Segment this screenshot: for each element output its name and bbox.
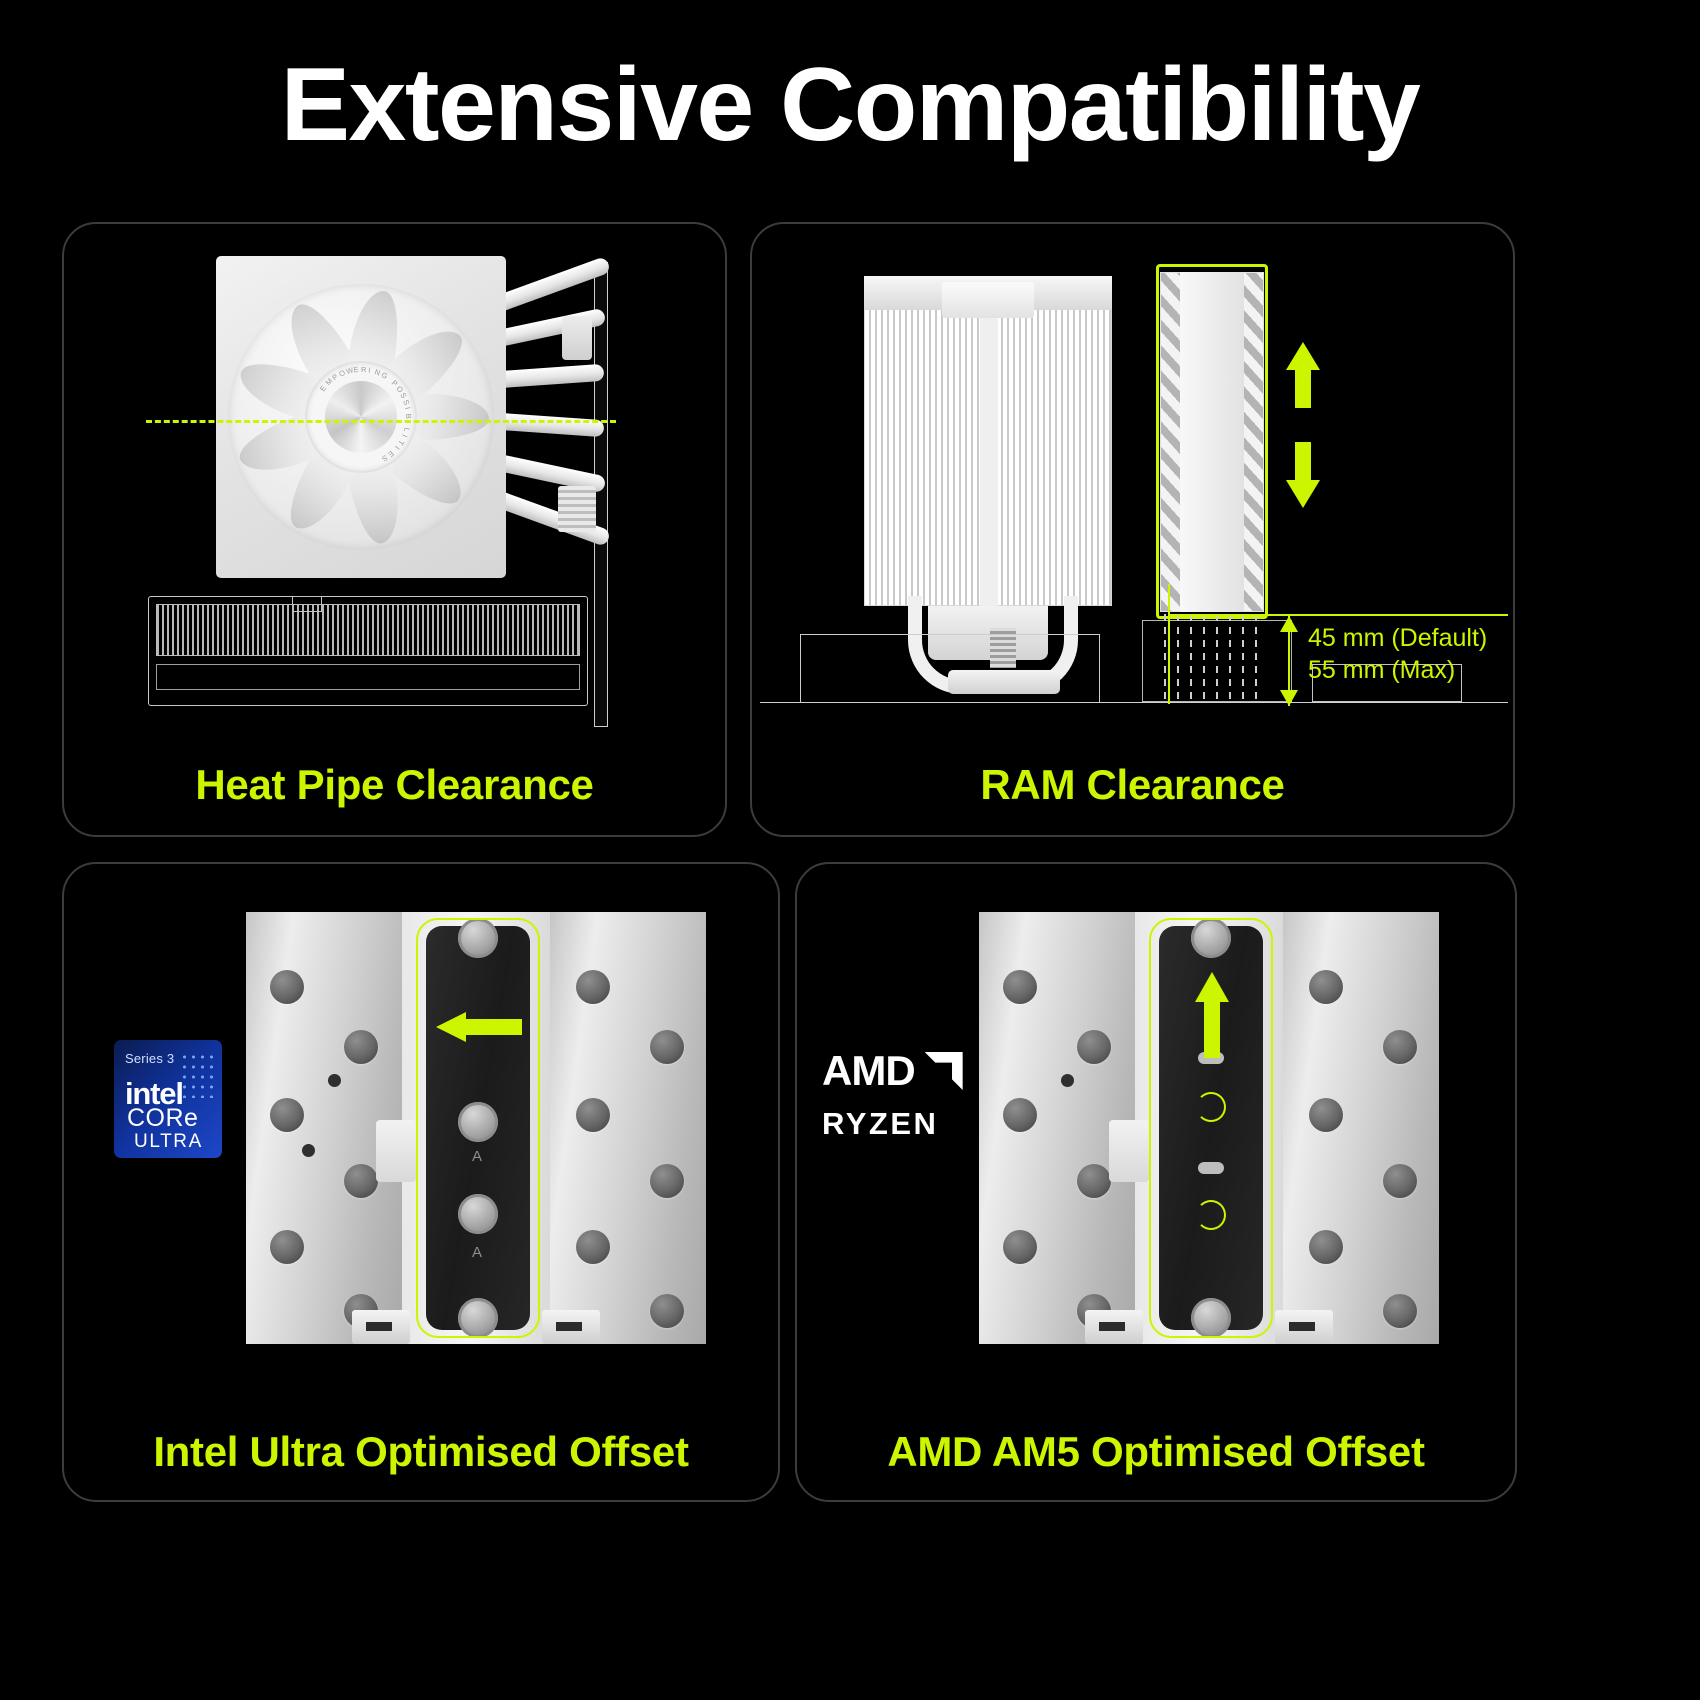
fin-block-left bbox=[979, 912, 1149, 1344]
panel-ram-clearance: 45 mm (Default) 55 mm (Max) RAM Clearanc… bbox=[750, 222, 1515, 837]
cold-plate bbox=[948, 670, 1060, 694]
panel-label-ram-clearance: RAM Clearance bbox=[980, 761, 1285, 808]
fan-hub-engraving: E M P O W E R I N G P O S S I bbox=[317, 364, 414, 464]
bar-mark-a-upper: A bbox=[472, 1148, 483, 1165]
amd-mount-figure bbox=[797, 864, 1515, 1424]
panel-intel-ultra-optimised-offset: A A Series 3 intel CORe ULTRA Intel Ultr… bbox=[62, 862, 780, 1502]
amd-arrow-logo-icon bbox=[925, 1052, 963, 1090]
fin-block-right bbox=[1275, 912, 1439, 1344]
ram-measurement-max: 55 mm (Max) bbox=[1308, 656, 1456, 684]
fin-stack-top-cap bbox=[942, 282, 1034, 318]
panel-label-heat-pipe-clearance: Heat Pipe Clearance bbox=[195, 761, 594, 808]
ram-clearance-highlight bbox=[1156, 264, 1268, 619]
ryzen-wordmark: RYZEN bbox=[822, 1106, 939, 1141]
intel-core-ultra-badge: Series 3 intel CORe ULTRA bbox=[114, 1040, 222, 1158]
rotation-ring-icon-lower bbox=[1196, 1200, 1226, 1230]
fin-stack-center-gap bbox=[980, 310, 998, 606]
panel-label-intel-offset: Intel Ultra Optimised Offset bbox=[153, 1428, 689, 1475]
offset-highlight-outline bbox=[416, 918, 540, 1338]
arrow-up-icon bbox=[1195, 972, 1229, 1058]
arrow-left-icon bbox=[436, 1012, 522, 1042]
offset-mounting-bar: A A bbox=[426, 918, 530, 1338]
bar-mark-a-lower: A bbox=[472, 1244, 483, 1261]
ram-measurement-default: 45 mm (Default) bbox=[1308, 624, 1488, 652]
pump-cable-connector bbox=[558, 486, 596, 532]
motherboard-baseline bbox=[760, 702, 1508, 703]
ram-notch bbox=[292, 596, 322, 612]
motherboard-wireframe-right bbox=[1312, 664, 1462, 702]
fan-hub bbox=[307, 363, 415, 471]
ram-dimm-face bbox=[1180, 272, 1244, 612]
ram-module-wireframe bbox=[148, 596, 588, 706]
measure-arrow-down-icon bbox=[1280, 690, 1298, 706]
intel-dot-pattern bbox=[180, 1052, 214, 1098]
measure-vertical-line bbox=[1288, 614, 1290, 706]
dimm-pin-dashes bbox=[1164, 614, 1268, 700]
intel-mount-figure: A A bbox=[64, 864, 778, 1424]
ram-clearance-figure: 45 mm (Default) 55 mm (Max) bbox=[752, 224, 1513, 784]
measure-top-line bbox=[1168, 614, 1508, 616]
panel-amd-am5-optimised-offset: AMD RYZEN AMD AM5 Optimised Offset bbox=[795, 862, 1517, 1502]
measure-arrow-up-icon bbox=[1280, 616, 1298, 632]
arrow-down-icon bbox=[1286, 442, 1320, 508]
arrow-up-icon bbox=[1286, 342, 1320, 408]
fan-hub-center bbox=[325, 381, 397, 453]
fin-block-right bbox=[542, 912, 706, 1344]
measure-left-edge bbox=[1168, 584, 1170, 704]
ram-heatspreader-wireframe bbox=[156, 604, 580, 656]
panel-label-amd-offset: AMD AM5 Optimised Offset bbox=[887, 1428, 1425, 1475]
intel-ultra-label: ULTRA bbox=[134, 1131, 203, 1152]
intel-wordmark: intel bbox=[125, 1076, 184, 1111]
amd-ryzen-badge: AMD RYZEN bbox=[822, 1050, 982, 1154]
intel-series-label: Series 3 bbox=[125, 1051, 175, 1066]
cooler-fan: E M P O W E R I N G P O S S I bbox=[216, 256, 506, 578]
clearance-axis-line bbox=[146, 420, 616, 423]
heat-pipe-figure: E M P O W E R I N G P O S S I bbox=[64, 224, 725, 784]
fan-connector bbox=[562, 316, 592, 360]
amd-wordmark: AMD bbox=[822, 1047, 916, 1094]
intel-core-label: CORe bbox=[127, 1104, 199, 1132]
fin-block-left bbox=[246, 912, 416, 1344]
motherboard-wireframe-left bbox=[800, 634, 1100, 702]
page-title: Extensive Compatibility bbox=[280, 47, 1421, 163]
rotation-ring-icon-upper bbox=[1196, 1092, 1226, 1122]
offset-highlight-outline bbox=[1149, 918, 1273, 1338]
ram-pcb-wireframe bbox=[156, 664, 580, 690]
fan-ring: E M P O W E R I N G P O S S I bbox=[228, 284, 494, 550]
cooler-base-block bbox=[928, 606, 1048, 660]
panel-heat-pipe-clearance: E M P O W E R I N G P O S S I bbox=[62, 222, 727, 837]
